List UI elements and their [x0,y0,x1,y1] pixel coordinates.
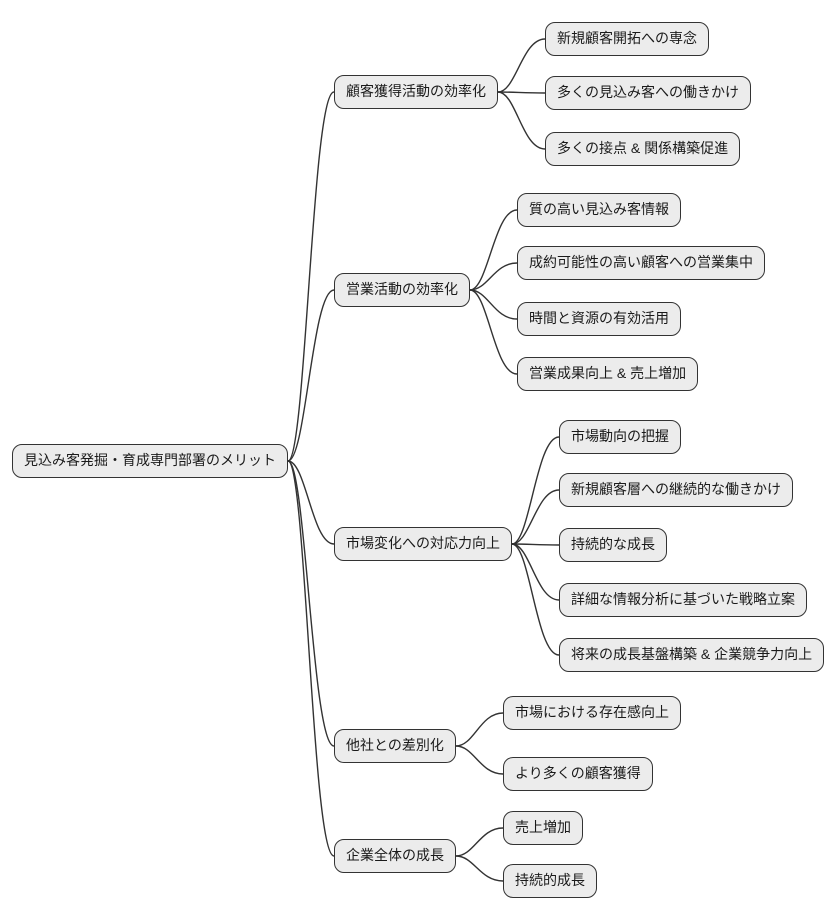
edge-branch-1-leaf-3 [497,91,546,150]
edge-root-branch-2 [287,289,335,462]
leaf-node-1-2: 多くの見込み客への働きかけ [545,76,751,110]
leaf-node-2-4: 営業成果向上 & 売上増加 [517,357,699,391]
root-node: 見込み客発掘・育成専門部署のメリット [12,444,288,478]
edge-branch-4-leaf-1 [455,712,504,747]
edge-branch-1-leaf-1 [497,38,546,93]
edge-branch-3-leaf-4 [511,543,560,601]
edge-branch-1-leaf-2 [497,91,546,94]
edge-branch-3-leaf-5 [511,543,560,656]
leaf-node-4-2: より多くの顧客獲得 [503,757,653,791]
leaf-node-3-2: 新規顧客層への継続的な働きかけ [559,473,793,507]
branch-node-2: 営業活動の効率化 [334,273,470,307]
edge-branch-3-leaf-2 [511,489,560,545]
edge-branch-3-leaf-3 [511,543,560,546]
branch-node-3: 市場変化への対応力向上 [334,527,512,561]
leaf-node-2-2: 成約可能性の高い顧客への営業集中 [517,246,765,280]
edge-branch-2-leaf-2 [469,262,518,291]
leaf-node-2-3: 時間と資源の有効活用 [517,302,681,336]
branch-node-1: 顧客獲得活動の効率化 [334,75,498,109]
leaf-node-5-2: 持続的成長 [503,864,597,898]
edge-branch-5-leaf-2 [455,855,504,882]
leaf-node-3-5: 将来の成長基盤構築 & 企業競争力向上 [559,638,825,672]
leaf-node-5-1: 売上増加 [503,811,583,845]
edge-root-branch-1 [287,91,335,462]
edge-branch-2-leaf-3 [469,289,518,320]
edge-branch-5-leaf-1 [455,827,504,857]
edge-branch-4-leaf-2 [455,745,504,775]
leaf-node-4-1: 市場における存在感向上 [503,696,681,730]
leaf-node-1-3: 多くの接点 & 関係構築促進 [545,132,741,166]
edge-branch-2-leaf-1 [469,209,518,291]
branch-node-4: 他社との差別化 [334,729,456,763]
edge-root-branch-4 [287,460,335,747]
edge-branch-3-leaf-1 [511,436,560,545]
leaf-node-2-1: 質の高い見込み客情報 [517,193,681,227]
edge-branch-2-leaf-4 [469,289,518,375]
edge-root-branch-3 [287,460,335,545]
leaf-node-3-4: 詳細な情報分析に基づいた戦略立案 [559,583,807,617]
leaf-node-1-1: 新規顧客開拓への専念 [545,22,709,56]
leaf-node-3-3: 持続的な成長 [559,528,667,562]
branch-node-5: 企業全体の成長 [334,839,456,873]
leaf-node-3-1: 市場動向の把握 [559,420,681,454]
edge-root-branch-5 [287,460,335,857]
